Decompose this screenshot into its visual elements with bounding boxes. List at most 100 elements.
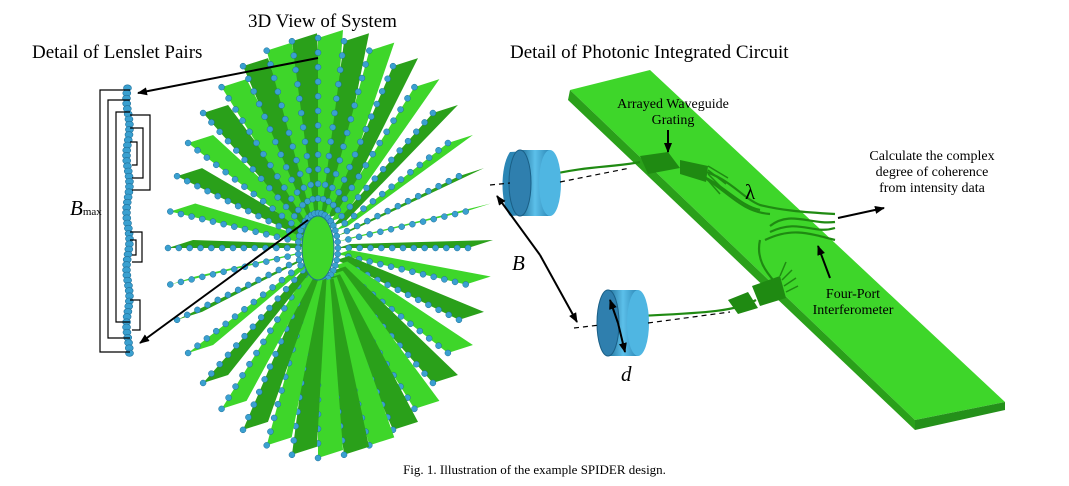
radial-lenslet <box>330 201 337 209</box>
interferometer-label-line2: Interferometer <box>812 303 894 318</box>
radial-lenslet <box>197 244 204 252</box>
diameter-arrow <box>609 299 627 353</box>
radial-lenslet <box>212 327 220 335</box>
radial-lenslet <box>253 349 260 357</box>
radial-lenslet <box>388 183 395 190</box>
radial-lenslet <box>273 244 280 252</box>
radial-plate <box>321 278 370 455</box>
radial-lenslet <box>305 167 313 174</box>
radial-lenslet <box>351 102 358 109</box>
pointer-arrow-top <box>137 57 319 96</box>
radial-lenslet <box>299 124 307 131</box>
radial-lenslet <box>354 88 362 96</box>
radial-lenslet <box>274 316 281 323</box>
radial-lenslet <box>314 136 322 144</box>
radial-lenslet <box>194 182 201 190</box>
radial-lenslet <box>383 128 390 136</box>
radial-lenslet <box>355 233 363 241</box>
radial-lenslet <box>218 244 226 252</box>
radial-lenslet <box>249 323 257 330</box>
radial-lenslet <box>240 244 248 252</box>
radial-lenslet <box>421 370 428 377</box>
radial-lenslet <box>404 95 411 102</box>
lenslet-detail-title: Detail of Lenslet Pairs <box>32 42 203 63</box>
pointer-arrow-bottom <box>139 219 309 344</box>
radial-lenslet <box>314 107 322 115</box>
radial-lenslet <box>296 95 303 102</box>
radial-lenslet <box>390 117 397 124</box>
radial-system-3d <box>164 30 493 462</box>
awg-structures <box>640 152 786 314</box>
radial-plate <box>321 33 370 214</box>
radial-plate <box>318 279 343 458</box>
radial-lenslet <box>284 253 291 260</box>
radial-lenslet <box>209 271 217 278</box>
radial-lenslet <box>414 192 422 200</box>
radial-lenslet <box>283 163 290 171</box>
pic-board-top <box>570 70 1005 420</box>
radial-lenslet <box>288 176 295 184</box>
radial-lenslet <box>340 451 348 459</box>
radial-lenslet <box>377 260 384 268</box>
radial-plate <box>328 274 418 430</box>
radial-lenslet <box>435 306 442 314</box>
radial-lenslet <box>409 268 416 276</box>
awg-label-line1: Arrayed Waveguide <box>617 97 729 112</box>
radial-lenslet <box>378 190 386 198</box>
radial-lenslet <box>421 244 428 252</box>
radial-lenslet <box>272 138 279 146</box>
radial-lenslet <box>199 215 206 223</box>
radial-plate <box>324 42 395 216</box>
radial-lenslet <box>358 74 366 82</box>
bmax-label: Bmax <box>70 196 102 221</box>
radial-lenslet <box>348 184 355 191</box>
radial-lenslet <box>255 212 262 220</box>
radial-lenslet <box>378 244 385 252</box>
radial-lenslet <box>164 244 172 252</box>
radial-lenslet <box>387 226 395 233</box>
radial-lenslet <box>314 63 322 71</box>
radial-lenslet <box>404 197 412 205</box>
radial-lenslet <box>220 220 227 228</box>
radial-lenslet <box>188 276 195 283</box>
interferometer-label-line1: Four-Port <box>825 287 881 302</box>
radial-lenslet <box>252 228 259 236</box>
radial-lenslet <box>435 147 442 154</box>
radial-lenslet <box>212 161 220 169</box>
coherence-label-line1: Calculate the complex <box>869 149 995 164</box>
radial-lenslet <box>373 100 380 108</box>
radial-lenslet <box>347 115 355 123</box>
radial-lenslet <box>204 187 211 195</box>
radial-lenslet <box>289 143 296 150</box>
radial-lenslet <box>177 278 185 286</box>
radial-lenslet <box>294 81 301 88</box>
radial-lenslet <box>331 109 338 117</box>
radial-lenslet <box>216 128 223 136</box>
radial-plate <box>330 270 440 409</box>
radial-lenslet <box>295 256 303 264</box>
radial-lenslet <box>232 106 239 113</box>
radial-lenslet <box>234 202 242 210</box>
radial-lenslet <box>353 222 361 230</box>
radial-lenslet <box>260 150 267 158</box>
radial-lenslet <box>231 176 239 183</box>
radial-lenslet <box>346 203 354 211</box>
pic-board-edge <box>568 90 915 430</box>
radial-lenslet <box>396 147 403 154</box>
radial-lenslet <box>245 75 252 83</box>
radial-lenslet <box>303 152 311 160</box>
radial-lenslet <box>367 244 374 252</box>
radial-lenslet <box>288 269 295 277</box>
radial-lenslet <box>225 95 232 102</box>
radial-lenslet <box>333 95 340 102</box>
radial-lenslet <box>341 219 348 227</box>
radial-lenslet <box>250 88 258 95</box>
radial-lenslet <box>291 276 298 284</box>
radial-lenslet <box>231 313 239 320</box>
radial-lenslet <box>368 113 375 120</box>
radial-lenslet <box>369 198 377 205</box>
radial-lenslet <box>232 383 239 390</box>
radial-lenslet <box>257 314 265 321</box>
radial-lenslet <box>397 106 404 113</box>
radial-lenslet <box>421 119 428 126</box>
